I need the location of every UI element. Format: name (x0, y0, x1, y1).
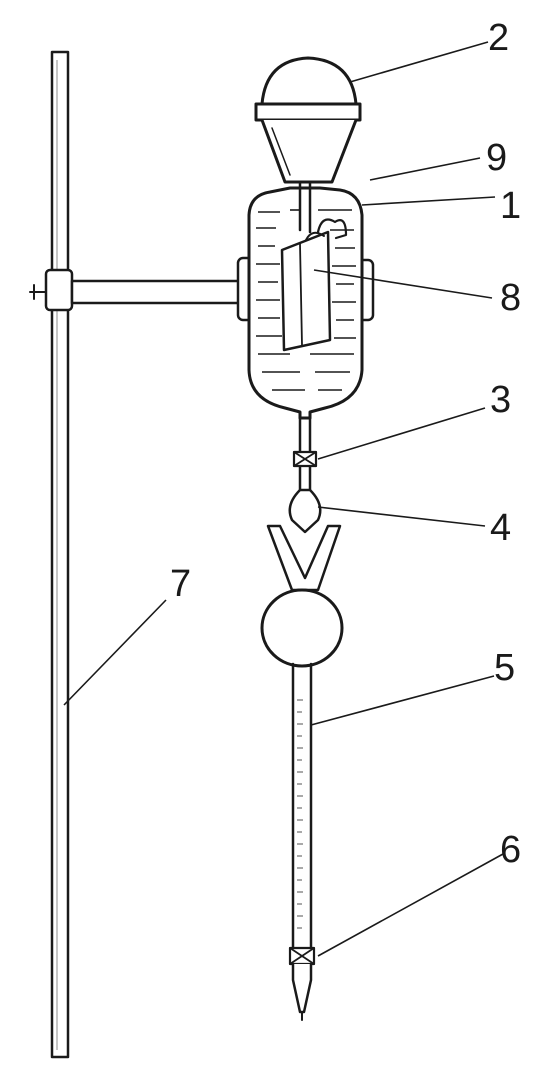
stand-rod (50, 50, 70, 1059)
label-5: 5 (494, 647, 515, 689)
leader-lines (63, 41, 504, 957)
callout-labels: 2 9 1 8 3 4 7 5 6 (170, 17, 521, 871)
label-7: 7 (170, 563, 191, 605)
label-4: 4 (490, 507, 511, 549)
drop-tip-bulb (288, 488, 322, 534)
top-stopper (254, 56, 362, 184)
label-9: 9 (486, 137, 507, 179)
stopcock-lower (288, 946, 316, 1021)
label-3: 3 (490, 379, 511, 421)
sample-holder (280, 218, 348, 352)
label-8: 8 (500, 277, 521, 319)
label-2: 2 (488, 17, 509, 59)
stopcock-upper (292, 416, 318, 492)
label-6: 6 (500, 829, 521, 871)
graduation-ticks (297, 699, 303, 929)
graduated-tube (291, 662, 313, 962)
receiver-funnel (266, 524, 342, 592)
liquid-lines (256, 209, 356, 391)
receiver-bulb (260, 588, 344, 668)
label-1: 1 (500, 185, 521, 227)
